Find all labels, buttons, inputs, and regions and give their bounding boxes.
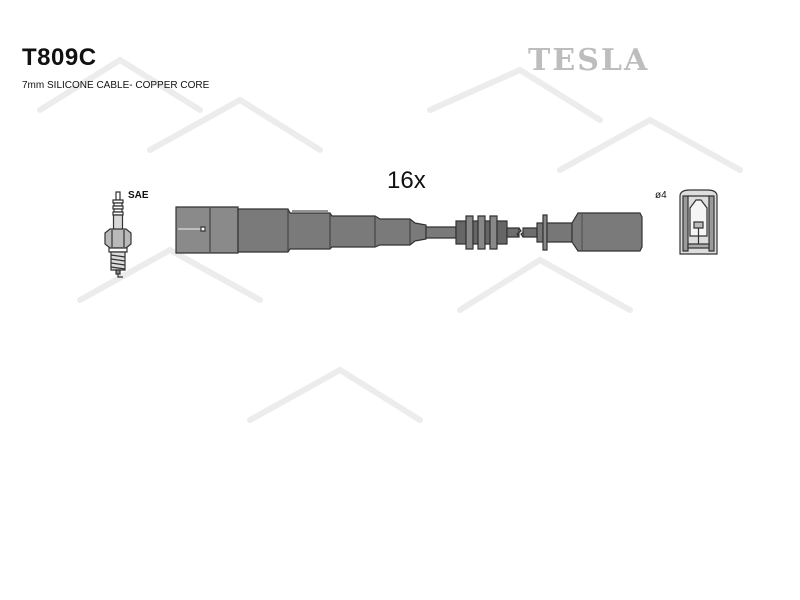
terminal-cross-section-icon bbox=[676, 188, 721, 258]
product-code: T809C bbox=[22, 44, 97, 71]
brand-logo: TESLA bbox=[528, 43, 650, 78]
terminal-diameter-label: ø4 bbox=[655, 190, 667, 201]
spark-plug-label: SAE bbox=[128, 190, 149, 201]
spark-plug-icon bbox=[98, 190, 138, 280]
quantity-label: 16x bbox=[387, 167, 426, 194]
ignition-cable-drawing bbox=[170, 195, 645, 265]
coil-connector bbox=[176, 207, 238, 253]
boot-body bbox=[238, 209, 426, 252]
product-description: 7mm SILICONE CABLE- COPPER CORE bbox=[22, 80, 210, 91]
